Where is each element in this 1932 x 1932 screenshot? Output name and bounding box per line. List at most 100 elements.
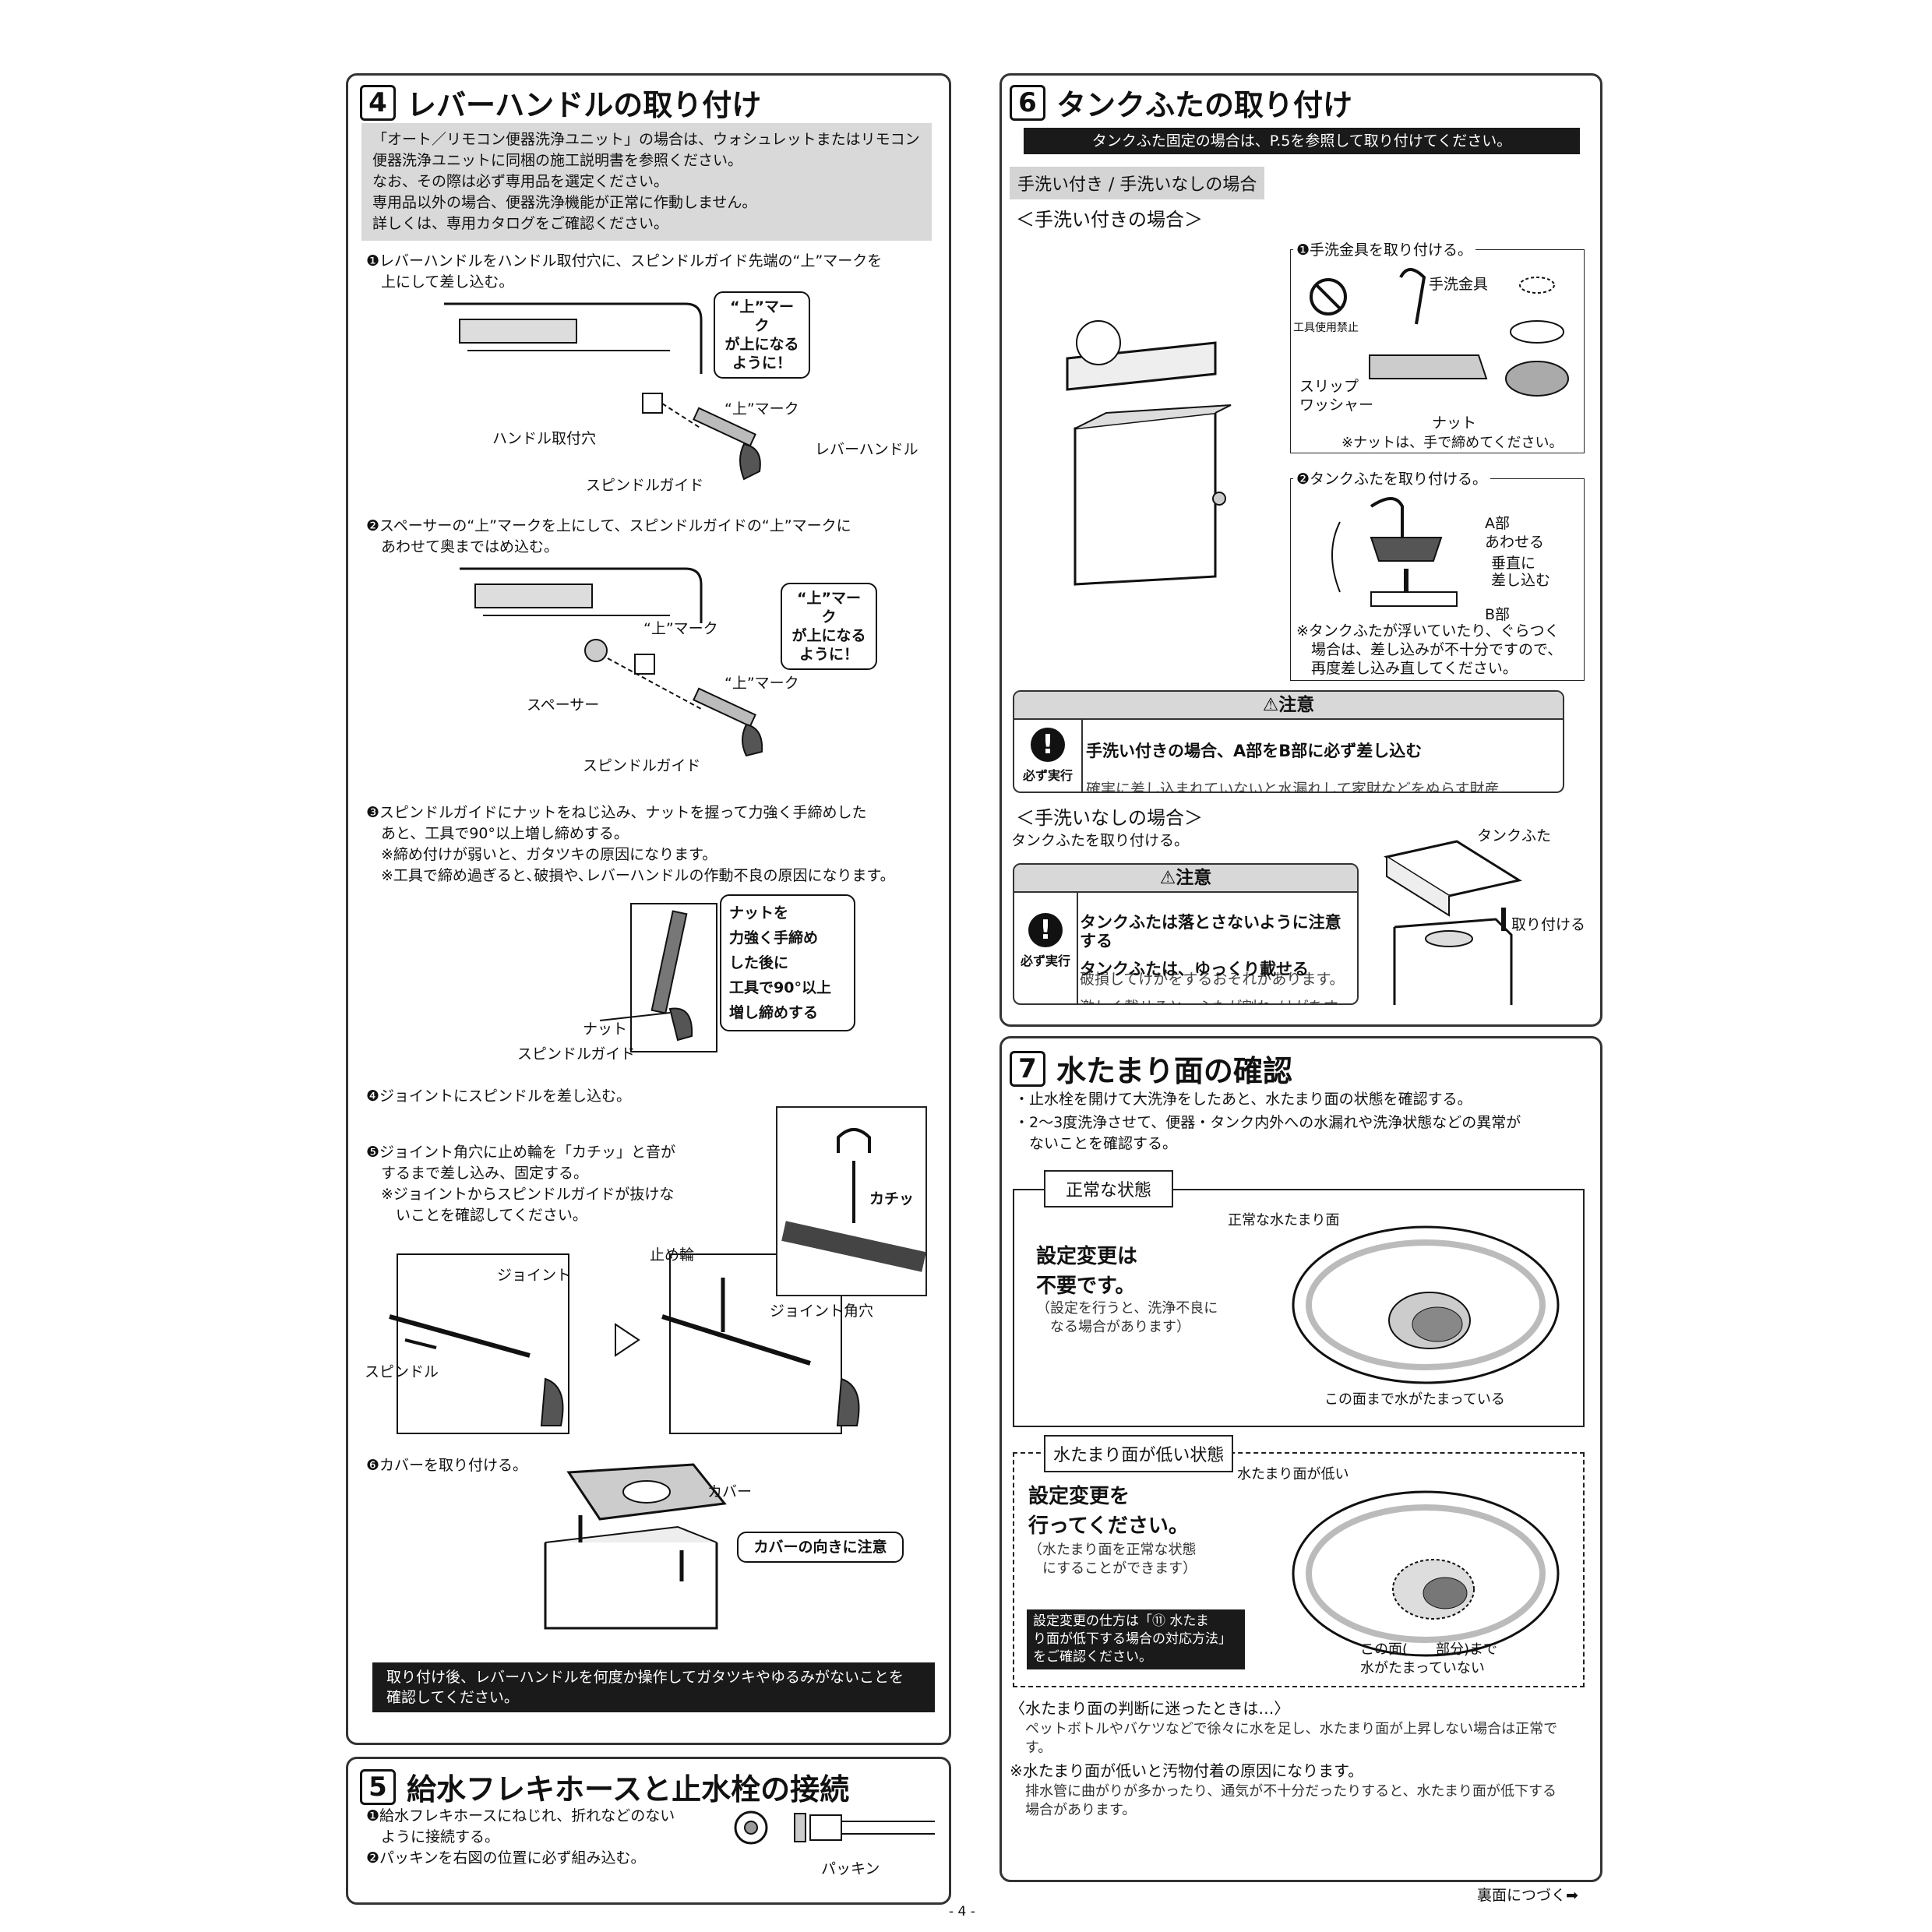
fitting-parts-illustration xyxy=(1369,268,1569,397)
section-number: 7 xyxy=(1010,1050,1045,1087)
tighten-bubble: ナットを 力強く手締め した後に 工具で90°以上 増し締めする xyxy=(720,894,855,1031)
low-state-note: （水たまり面を正常な状態 にすることができます） xyxy=(1028,1542,1197,1577)
low-water-warning-text: 排水管に曲がりが多かったり、通気が不十分だったりすると、水たまり面が低下する 場… xyxy=(1025,1783,1557,1818)
section-7-title: 7 水たまり面の確認 xyxy=(1010,1047,1292,1090)
normal-water-level-label: 正常な水たまり面 xyxy=(1228,1212,1340,1229)
must-do-label: 必ず実行 xyxy=(1022,768,1073,783)
nut-label-6: ナット xyxy=(1432,414,1477,432)
caution-box-2: ⚠注意 ! 必ず実行 タンクふたは落とさないように注意する 破損してけがをするお… xyxy=(1013,863,1359,1005)
tank-lid-illustration xyxy=(1066,320,1232,586)
with-handwash-heading: ＜手洗い付きの場合＞ xyxy=(1016,209,1203,231)
lid-insert-illustration xyxy=(1331,497,1458,607)
low-state-tab: 水たまり面が低い状態 xyxy=(1044,1435,1234,1472)
spacer-install-illustration xyxy=(460,567,763,757)
hint-heading: 〈水たまり面の判断に迷ったときは…〉 xyxy=(1010,1699,1290,1718)
low-bowl-illustration xyxy=(1292,1490,1560,1657)
packing-label: パッキン xyxy=(821,1860,880,1877)
section-number: 6 xyxy=(1010,84,1045,121)
lever-install-illustration xyxy=(444,302,761,481)
low-bottom-label: この面( 部分)まで 水がたまっていない xyxy=(1360,1641,1498,1676)
section-title-text: レバーハンドルの取り付け xyxy=(407,88,762,122)
joint-ring-illustration xyxy=(389,1253,860,1434)
must-do-label: 必ず実行 xyxy=(1020,954,1070,968)
normal-state-note: （設定を行うと、洗浄不良に なる場合があります） xyxy=(1036,1300,1218,1335)
step-3-text: ❸スピンドルガイドにナットをねじ込み、ナットを握って力強く手締めした あと、工具… xyxy=(366,804,895,884)
lid-loose-note: ※タンクふたが浮いていたり、ぐらつく 場合は、差し込みが不十分ですので、 再度差… xyxy=(1296,622,1563,677)
spindle-guide-label-3: スピンドルガイド xyxy=(517,1045,636,1063)
up-mark-label-3: “上”マーク xyxy=(724,675,799,692)
section-6-title: 6 タンクふたの取り付け xyxy=(1010,81,1352,124)
step-2-text: ❷スペーサーの“上”マークを上にして、スピンドルガイドの“上”マークに あわせて… xyxy=(366,517,851,555)
step-1-text: ❶レバーハンドルをハンドル取付穴に、スピンドルガイド先端の“上”マークを 上にし… xyxy=(366,252,883,291)
section-title-text: タンクふたの取り付け xyxy=(1056,88,1353,122)
up-mark-label-2: “上”マーク xyxy=(643,620,718,637)
check-bullet-1: ・止水栓を開けて大洗浄をしたあと、水たまり面の状態を確認する。 xyxy=(1014,1091,1472,1108)
caution-row-1: タンクふたは落とさないように注意する 破損してけがをするおそれがあります。 xyxy=(1080,894,1351,989)
cover-install-illustration xyxy=(544,1463,727,1630)
retaining-ring-label: 止め輪 xyxy=(650,1246,695,1264)
spindle-label: スピンドル xyxy=(365,1363,439,1380)
section-number: 5 xyxy=(360,1768,396,1805)
joint-hole-label: ジョイント角穴 xyxy=(770,1303,874,1320)
no-tool-icon xyxy=(1310,278,1347,316)
section-4-title: 4 レバーハンドルの取り付け xyxy=(360,81,761,124)
page-number: - 4 - xyxy=(949,1904,975,1920)
up-mark-label: “上”マーク xyxy=(724,400,799,418)
spindle-guide-label: スピンドルガイド xyxy=(586,477,704,494)
packing-illustration xyxy=(734,1810,935,1845)
lid-attach-title: ❷タンクふたを取り付ける。 xyxy=(1293,467,1491,488)
lid-place-illustration xyxy=(1384,840,1522,1005)
lid-attach-box xyxy=(1290,478,1585,681)
caution-row-2: タンクふたは、ゆっくり載せる 激しく載せると、ふたが割れ､けがをす るおそれがあ… xyxy=(1080,941,1351,1003)
must-do-column: ! 必ず実行 xyxy=(1014,893,1078,1003)
up-mark-bubble-2: “上”マーク が上になる ように！ xyxy=(781,583,877,670)
no-tool-label: 工具使用禁止 xyxy=(1293,322,1359,334)
up-mark-bubble: “上”マーク が上になる ように！ xyxy=(714,291,810,379)
hand-fitting-label: 手洗金具 xyxy=(1429,276,1489,293)
continue-on-back: 裏面につづく➡ xyxy=(1477,1887,1578,1904)
caution-heading: ⚠注意 xyxy=(1014,692,1563,720)
joint-label: ジョイント xyxy=(497,1267,572,1284)
without-handwash-text: タンクふたを取り付ける。 xyxy=(1011,832,1190,849)
attach-label: 取り付ける xyxy=(1511,916,1586,933)
unit-note: 「オート／リモコン便器洗浄ユニット」の場合は、ウォシュレットまたはリモコン便器洗… xyxy=(361,123,932,241)
caution-title-1: タンクふたは落とさないように注意する xyxy=(1080,913,1341,950)
setting-change-reference: 設定変更の仕方は「⑪ 水たま り面が低下する場合の対応方法」 をご確認ください。 xyxy=(1027,1609,1245,1669)
caution-heading: ⚠注意 xyxy=(1014,865,1357,893)
handwash-tag: 手洗い付き / 手洗いなしの場合 xyxy=(1010,167,1265,199)
hose-step-1: ❶給水フレキホースにねじれ、折れなどのない ように接続する。 xyxy=(366,1807,675,1846)
hose-step-2: ❷パッキンを右図の位置に必ず組み込む。 xyxy=(366,1849,646,1867)
spindle-guide-label-2: スピンドルガイド xyxy=(583,757,701,774)
cover-label: カバー xyxy=(707,1483,753,1500)
slip-washer-label: スリップ ワッシャー xyxy=(1299,378,1374,414)
nut-label: ナット xyxy=(583,1021,628,1038)
check-bullet-2: ・2〜3度洗浄させて、便器・タンク内外への水漏れや洗浄状態などの異常が ないこと… xyxy=(1014,1114,1521,1152)
exclamation-icon: ! xyxy=(1031,728,1065,762)
normal-state-tab: 正常な状態 xyxy=(1044,1170,1174,1208)
lid-fixed-note: タンクふた固定の場合は、P.5を参照して取り付けてください。 xyxy=(1024,128,1580,154)
hint-text: ペットボトルやバケツなどで徐々に水を足し、水たまり面が上昇しない場合は正常で す… xyxy=(1025,1721,1558,1756)
caution-row: 手洗い付きの場合、A部をB部に必ず差し込む 確実に差し込まれていないと水漏れして… xyxy=(1086,723,1557,793)
part-b-label: B部 xyxy=(1485,606,1511,623)
caution-box-1: ⚠注意 ! 必ず実行 手洗い付きの場合、A部をB部に必ず差し込む 確実に差し込ま… xyxy=(1013,690,1564,793)
normal-bottom-label: この面まで水がたまっている xyxy=(1324,1391,1505,1408)
caution-text-1: 破損してけがをするおそれがあります。 xyxy=(1080,971,1345,988)
exclamation-icon: ! xyxy=(1028,913,1063,947)
cover-direction-bubble: カバーの向きに注意 xyxy=(737,1532,904,1563)
click-label: カチッ xyxy=(869,1190,915,1208)
nut-tighten-illustration xyxy=(599,903,717,1052)
tank-lid-label: タンクふた xyxy=(1477,827,1552,844)
caution-text: 確実に差し込まれていないと水漏れして家財などをぬらす財産 損害発生のおそれがあり… xyxy=(1086,781,1500,793)
section-5-panel xyxy=(346,1757,951,1905)
final-check-note: 取り付け後、レバーハンドルを何度か操作してガタツキやゆるみがないことを 確認して… xyxy=(372,1662,935,1712)
spacer-label: スペーサー xyxy=(527,696,600,714)
caution-text-2: 激しく載せると、ふたが割れ､けがをす るおそれがあります。 xyxy=(1080,999,1338,1003)
click-detail-illustration xyxy=(781,1128,926,1272)
without-handwash-heading: ＜手洗いなしの場合＞ xyxy=(1016,807,1203,829)
step-5-text: ❺ジョイント角穴に止め輪を「カチッ」と音が するまで差し込み、固定する。 ※ジョ… xyxy=(366,1144,676,1224)
low-state-message: 設定変更を 行ってください。 xyxy=(1028,1485,1189,1538)
low-water-warning-heading: ※水たまり面が低いと汚物付着の原因になります。 xyxy=(1010,1761,1364,1780)
low-water-level-label: 水たまり面が低い xyxy=(1237,1466,1349,1482)
section-number: 4 xyxy=(360,84,396,121)
part-a-label: A部 あわせる xyxy=(1485,515,1545,551)
